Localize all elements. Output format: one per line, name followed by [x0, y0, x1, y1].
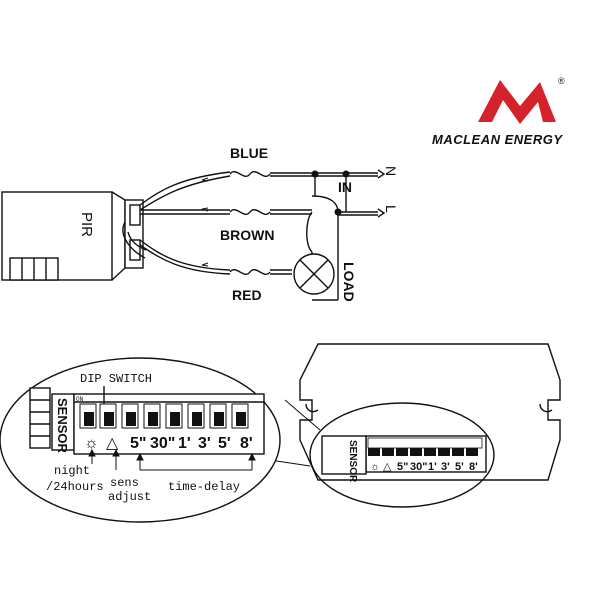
brown-wire-label: BROWN: [220, 227, 274, 243]
dip-pos-5: 5': [218, 435, 231, 452]
dip-on-label: ON: [76, 396, 84, 403]
adjust-label: adjust: [108, 490, 151, 504]
pir-lower-lead: [127, 231, 147, 251]
dip-sensor-label: SENSOR: [55, 398, 70, 454]
module-mount-notch-right: [539, 403, 553, 413]
input-label: IN: [338, 179, 352, 195]
terminal-l-arrow: [377, 208, 386, 218]
logo-m-mark: [478, 80, 556, 124]
sens-label: sens: [110, 476, 139, 490]
input-lines: [306, 170, 378, 301]
terminal-l-label: L: [383, 205, 399, 213]
dip-switch-title: DIP SWITCH: [80, 372, 152, 386]
zoom-leader-top: [284, 399, 321, 431]
dip-pos-3: 1': [178, 435, 191, 452]
blue-wire-label: BLUE: [230, 145, 268, 161]
hours-label: /24hours: [46, 480, 104, 494]
dip-annotation-lines: [88, 448, 256, 471]
zoom-leader-bottom: [269, 459, 311, 467]
blue-wire: [139, 171, 378, 211]
module-icon-night: ☼: [370, 461, 380, 473]
module-sensor-label: SENSOR: [347, 440, 358, 483]
module-dip-keys: [367, 437, 483, 456]
red-wire-label: RED: [232, 287, 262, 303]
dip-position-labels: ☼ △ 5" 30" 1' 3' 5' 8': [84, 435, 253, 452]
night-icon: ☼: [84, 435, 99, 452]
night-label: night: [54, 464, 90, 478]
pir-sensor-body: [1, 191, 144, 281]
logo-brand-name: MACLEAN ENERGY: [432, 132, 563, 147]
pir-wiring: [1, 169, 386, 301]
module-position-labels: ☼ △ 5" 30" 1' 3' 5' 8': [370, 461, 478, 473]
module-mount-notch-left: [305, 403, 319, 413]
sens-icon: △: [106, 435, 119, 452]
dip-pos-4: 3': [198, 435, 211, 452]
module-pos-4: 3': [441, 461, 450, 473]
logo-registered: ®: [558, 76, 565, 86]
dip-pos-1: 5": [130, 435, 146, 452]
dip-pos-6: 8': [240, 435, 253, 452]
sensor-module: [299, 343, 561, 508]
module-icon-sens: △: [383, 461, 392, 473]
terminal-n-label: N: [383, 166, 399, 176]
module-pos-3: 1': [428, 461, 437, 473]
time-delay-label: time-delay: [168, 480, 240, 494]
module-zoom-ellipse: [309, 402, 495, 508]
brown-wire: [140, 207, 312, 215]
dip-pos-2: 30": [150, 435, 175, 452]
module-pos-6: 8': [469, 461, 478, 473]
module-pos-2: 30": [410, 461, 427, 473]
red-wire: [139, 239, 292, 275]
load-label: LOAD: [341, 262, 357, 302]
pir-label: PIR: [78, 212, 95, 237]
module-pos-5: 5': [455, 461, 464, 473]
dip-switch-keys: [79, 403, 249, 429]
terminal-n-arrow: [377, 169, 386, 179]
maclean-logo: ® MACLEAN ENERGY: [432, 76, 565, 147]
load-lamp: [293, 253, 335, 295]
module-pos-1: 5": [397, 461, 408, 473]
